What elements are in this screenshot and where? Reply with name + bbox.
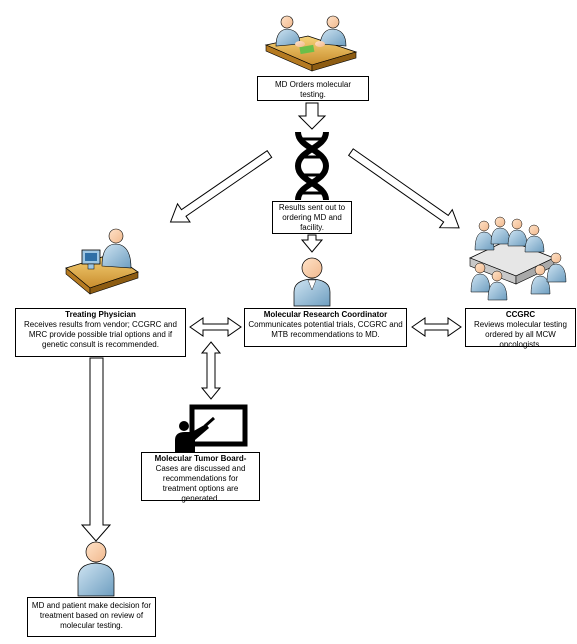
- presenter-board-icon: [175, 404, 248, 456]
- treating-physician-title: Treating Physician: [65, 310, 136, 319]
- treating-physician-box: Treating Physician Receives results from…: [15, 308, 186, 357]
- tumor-board-title: Molecular Tumor Board-: [154, 454, 247, 463]
- meeting-icon: [264, 15, 358, 72]
- arrow-md-to-dna: [297, 102, 327, 130]
- ccgrc-title: CCGRC: [505, 310, 536, 319]
- patient-person-icon: [77, 541, 115, 597]
- mrc-text: Communicates potential trials, CCGRC and…: [248, 320, 403, 339]
- arrow-to-tumor-board: [200, 341, 222, 400]
- results-sent-box: Results sent out to ordering MD and faci…: [272, 201, 352, 234]
- decision-text: MD and patient make decision for treatme…: [31, 601, 152, 630]
- physician-desk-icon: [65, 228, 139, 295]
- mrc-title: Molecular Research Coordinator: [263, 310, 388, 319]
- arrow-to-ccgrc: [347, 148, 460, 229]
- ccgrc-box: CCGRC Reviews molecular testing ordered …: [465, 308, 576, 349]
- arrow-physician-mrc: [189, 317, 242, 337]
- decision-box: MD and patient make decision for treatme…: [27, 597, 156, 637]
- dna-icon: [294, 131, 330, 201]
- treating-physician-text: Receives results from vendor; CCGRC and …: [24, 320, 177, 349]
- board-meeting-icon: [468, 216, 567, 301]
- arrow-results-to-mrc: [300, 234, 324, 253]
- tumor-board-box: Molecular Tumor Board- Cases are discuss…: [141, 452, 260, 503]
- coordinator-person-icon: [293, 257, 331, 307]
- md-orders-text: MD Orders molecular testing.: [274, 80, 351, 99]
- arrow-physician-to-decision: [80, 357, 112, 542]
- md-orders-box: MD Orders molecular testing.: [257, 76, 369, 101]
- tumor-board-text: Cases are discussed and recommendations …: [155, 464, 246, 503]
- mrc-box: Molecular Research Coordinator Communica…: [244, 308, 407, 347]
- arrow-to-treating-physician: [169, 150, 273, 223]
- ccgrc-text: Reviews molecular testing ordered by all…: [474, 320, 567, 349]
- results-sent-text: Results sent out to ordering MD and faci…: [278, 203, 346, 232]
- arrow-mrc-ccgrc: [411, 317, 462, 337]
